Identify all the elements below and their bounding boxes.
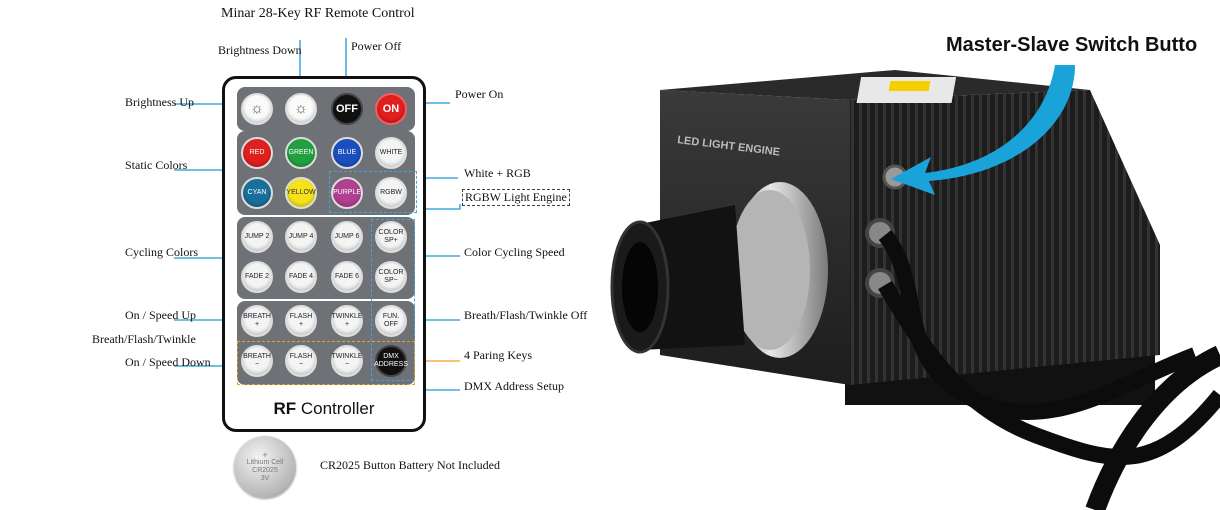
power-off-text: OFF <box>336 103 358 115</box>
white-button[interactable]: WHITE <box>375 137 407 169</box>
power-on-text: ON <box>382 103 400 115</box>
rf-remote: ☼ ☼ OFF ON RED GREEN BLUE WHITE CYAN YEL… <box>222 76 426 432</box>
paring-group-outline <box>237 341 415 385</box>
twinkle-down-text: TWINKLE − <box>331 353 363 368</box>
label-breath-flash-twinkle: Breath/Flash/Twinkle <box>92 332 196 346</box>
flash-down-text: FLASH − <box>289 353 313 368</box>
yellow-text: YELLOW <box>286 189 316 196</box>
color-speed-up-button[interactable]: COLOR SP+ <box>375 221 407 253</box>
sun-up-icon: ☼ <box>250 100 264 117</box>
label-battery-note: CR2025 Button Battery Not Included <box>320 458 500 472</box>
purple-text: PURPLE <box>333 189 362 196</box>
page-title: Minar 28-Key RF Remote Control <box>221 6 415 21</box>
rf-controller-text: RF Controller <box>225 399 423 419</box>
breath-down-text: BREATH − <box>243 353 271 368</box>
switch-arrow-icon <box>891 65 1075 195</box>
rgbw-text: RGBW <box>380 189 402 196</box>
label-cycling-colors: Cycling Colors <box>125 245 199 259</box>
label-breath-off: Breath/Flash/Twinkle Off <box>464 308 588 322</box>
jump4-button[interactable]: JUMP 4 <box>285 221 317 253</box>
green-button[interactable]: GREEN <box>285 137 317 169</box>
color-speed-down-button[interactable]: COLOR SP− <box>375 261 407 293</box>
label-on-speed-down: On / Speed Down <box>125 355 211 369</box>
label-rgbw-engine: RGBW Light Engine <box>462 189 570 206</box>
brightness-up-button[interactable]: ☼ <box>241 93 273 125</box>
master-slave-title: Master-Slave Switch Butto <box>946 34 1198 56</box>
jump2-text: JUMP 2 <box>244 233 270 240</box>
twinkle-up-button[interactable]: TWINKLE + <box>331 305 363 337</box>
label-on-speed-up: On / Speed Up <box>125 308 196 322</box>
power-on-button[interactable]: ON <box>375 93 407 125</box>
purple-button[interactable]: PURPLE <box>331 177 363 209</box>
fade4-button[interactable]: FADE 4 <box>285 261 317 293</box>
breath-down-button[interactable]: BREATH − <box>241 345 273 377</box>
power-off-button[interactable]: OFF <box>331 93 363 125</box>
fade6-text: FADE 6 <box>334 273 360 280</box>
label-dmx-setup: DMX Address Setup <box>464 379 565 393</box>
rgbw-group-outline <box>329 171 417 213</box>
label-white-rgb: White + RGB <box>464 166 531 180</box>
battery-line3: 3V <box>260 475 270 482</box>
rf-strong-text: RF <box>273 399 297 418</box>
speed-group-outline <box>371 219 415 381</box>
red-text: RED <box>249 149 265 156</box>
jump6-button[interactable]: JUMP 6 <box>331 221 363 253</box>
flash-down-button[interactable]: FLASH − <box>285 345 317 377</box>
light-engine-image: LED LIGHT ENGINE <box>610 65 1220 510</box>
jump6-text: JUMP 6 <box>334 233 360 240</box>
label-brightness-down: Brightness Down <box>218 43 302 57</box>
white-text: WHITE <box>379 149 403 156</box>
fun-off-text: FUN. OFF <box>382 313 400 328</box>
breath-up-text: BREATH + <box>243 313 271 328</box>
twinkle-down-button[interactable]: TWINKLE − <box>331 345 363 377</box>
rgbw-button[interactable]: RGBW <box>375 177 407 209</box>
battery-line1: Lithium Cell <box>246 459 284 466</box>
jump2-button[interactable]: JUMP 2 <box>241 221 273 253</box>
cyan-text: CYAN <box>247 189 267 196</box>
label-brightness-up: Brightness Up <box>125 95 194 109</box>
breath-up-button[interactable]: BREATH + <box>241 305 273 337</box>
flash-up-button[interactable]: FLASH + <box>285 305 317 337</box>
red-button[interactable]: RED <box>241 137 273 169</box>
fun-off-button[interactable]: FUN. OFF <box>375 305 407 337</box>
twinkle-up-text: TWINKLE + <box>331 313 363 328</box>
dmx-address-button[interactable]: DMX ADDRESS <box>374 345 408 377</box>
label-power-on: Power On <box>455 87 504 101</box>
dmx-address-text: DMX ADDRESS <box>374 353 408 368</box>
label-paring-keys: 4 Paring Keys <box>464 348 532 362</box>
fade2-button[interactable]: FADE 2 <box>241 261 273 293</box>
label-static-colors: Static Colors <box>125 158 188 172</box>
battery-plus-icon: + <box>262 450 268 460</box>
jump4-text: JUMP 4 <box>288 233 314 240</box>
flash-up-text: FLASH + <box>289 313 313 328</box>
cyan-button[interactable]: CYAN <box>241 177 273 209</box>
green-text: GREEN <box>288 149 314 156</box>
yellow-button[interactable]: YELLOW <box>285 177 317 209</box>
color-speed-up-text: COLOR SP+ <box>378 229 404 244</box>
blue-button[interactable]: BLUE <box>331 137 363 169</box>
fade6-button[interactable]: FADE 6 <box>331 261 363 293</box>
fade2-text: FADE 2 <box>244 273 270 280</box>
sun-down-icon: ☼ <box>294 100 308 117</box>
blue-text: BLUE <box>337 149 357 156</box>
label-color-cycling-speed: Color Cycling Speed <box>464 245 565 259</box>
label-power-off: Power Off <box>351 39 402 53</box>
button-battery: + Lithium Cell CR2025 3V <box>234 436 296 498</box>
color-speed-down-text: COLOR SP− <box>378 269 404 284</box>
fade4-text: FADE 4 <box>288 273 314 280</box>
rf-rest-text: Controller <box>296 399 375 418</box>
cable-2 <box>878 280 1220 466</box>
brightness-down-button[interactable]: ☼ <box>285 93 317 125</box>
battery-line2: CR2025 <box>252 467 278 474</box>
cable-3 <box>1085 345 1220 510</box>
